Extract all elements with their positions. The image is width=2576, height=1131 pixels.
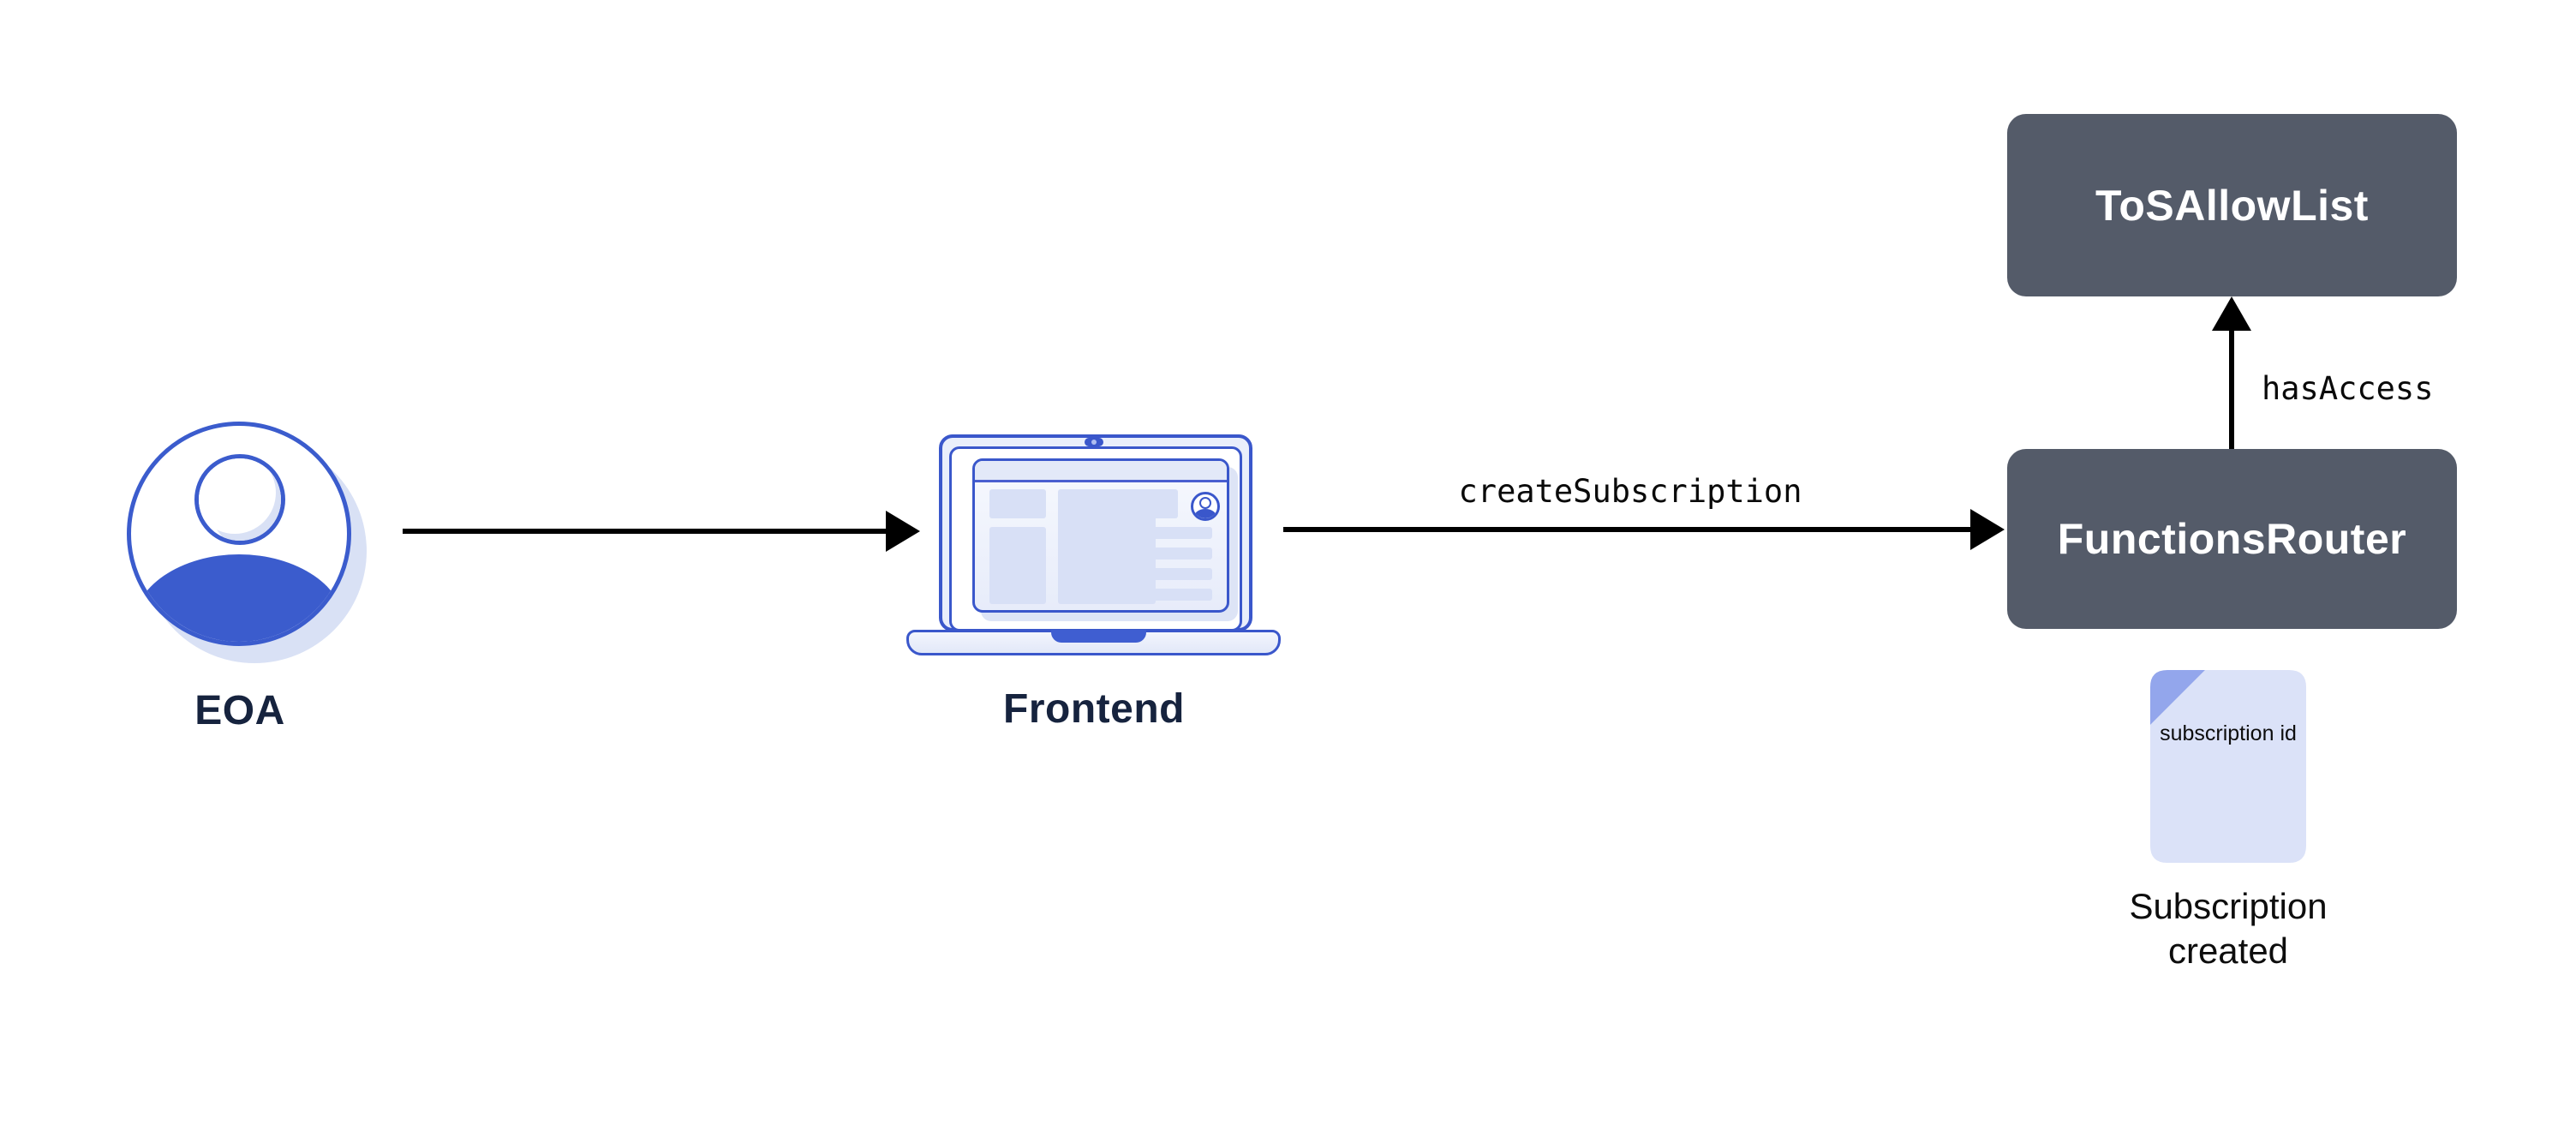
browser-topbar (975, 461, 1227, 482)
edge-label-hasaccess: hasAccess (2262, 370, 2434, 407)
content-block (989, 489, 1046, 518)
content-block (1058, 489, 1156, 604)
laptop-icon (906, 433, 1281, 657)
subscription-created-caption: Subscription created (2129, 886, 2328, 971)
arrow-line (1283, 527, 1972, 532)
content-bar (1145, 589, 1212, 601)
arrow-head-icon (886, 511, 920, 552)
node-tosallowlist: ToSAllowList (2007, 114, 2457, 296)
functionsrouter-label: FunctionsRouter (2057, 515, 2407, 563)
arrow-line (403, 529, 888, 534)
profile-avatar-icon (1191, 492, 1220, 521)
arrow-line (2229, 329, 2234, 449)
laptop-webcam-icon (1085, 438, 1103, 446)
arrow-head-icon (2212, 296, 2251, 331)
arrow-head-icon (1970, 509, 2005, 550)
content-bar (1145, 527, 1212, 539)
document-shape (2150, 670, 2306, 863)
laptop-notch (1051, 630, 1146, 643)
content-bar (1145, 568, 1212, 580)
edge-label-createsubscription: createSubscription (1458, 473, 1802, 510)
document-icon: subscription id (2150, 670, 2306, 863)
avatar-head-face (199, 458, 276, 534)
content-bar (1145, 548, 1212, 560)
content-block (1145, 489, 1178, 518)
node-functionsrouter: FunctionsRouter (2007, 449, 2457, 629)
eoa-label: EOA (194, 688, 285, 733)
user-avatar-icon (120, 415, 386, 672)
content-block (989, 527, 1046, 604)
tosallowlist-label: ToSAllowList (2095, 181, 2369, 230)
avatar-circle (127, 422, 351, 646)
avatar-shoulders (133, 554, 345, 642)
folded-corner (2150, 670, 2205, 725)
avatar-head (194, 454, 285, 545)
frontend-label: Frontend (1003, 686, 1185, 732)
document-text: subscription id (2160, 721, 2297, 745)
browser-window (972, 458, 1229, 613)
